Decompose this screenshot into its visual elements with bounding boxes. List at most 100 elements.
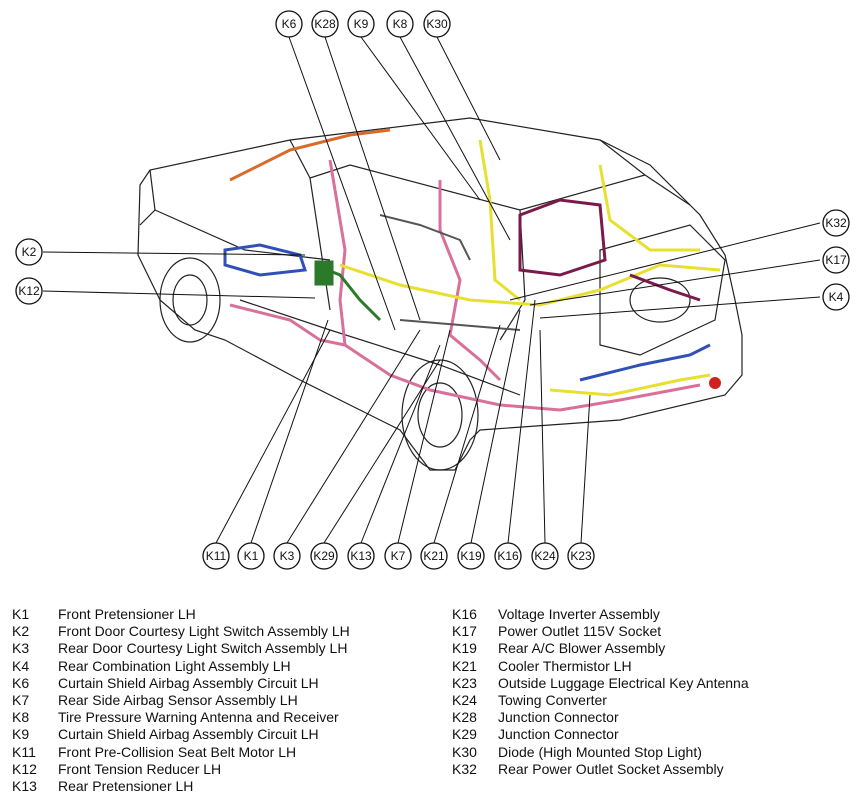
leader-lines xyxy=(42,36,821,544)
harness-pink xyxy=(229,159,701,412)
svg-text:K11: K11 xyxy=(206,549,227,563)
harness-purple xyxy=(518,198,701,302)
svg-text:K28: K28 xyxy=(314,17,336,31)
svg-text:K6: K6 xyxy=(282,17,297,31)
svg-text:K29: K29 xyxy=(313,549,335,563)
svg-text:K30: K30 xyxy=(426,17,448,31)
svg-text:K4: K4 xyxy=(829,290,844,304)
legend-code: K3 xyxy=(12,640,30,657)
harness-orange xyxy=(229,128,391,182)
legend-text: Towing Converter xyxy=(498,691,607,708)
legend-text: Tire Pressure Warning Antenna and Receiv… xyxy=(58,709,339,726)
callout-k1: K1 xyxy=(237,542,265,570)
callout-k32: K32 xyxy=(822,209,850,237)
legend-text: Diode (High Mounted Stop Light) xyxy=(498,743,702,760)
wiring-diagram: K6 K28 K9 K8 K30 K2 K12 K32 K17 K4 K11 K… xyxy=(15,10,850,570)
callout-k2: K2 xyxy=(15,238,43,266)
svg-text:K17: K17 xyxy=(825,253,847,267)
harness-yellow xyxy=(339,139,721,397)
callout-k3: K3 xyxy=(273,542,301,570)
legend-text: Rear Door Courtesy Light Switch Assembly… xyxy=(58,640,348,657)
legend-item: K7 Rear Side Airbag Sensor Assembly LH xyxy=(12,692,350,709)
legend-item: K6 Curtain Shield Airbag Assembly Circuit… xyxy=(12,675,350,692)
legend-item: K2 Front Door Courtesy Light Switch Assem… xyxy=(12,623,350,640)
legend-text: Outside Luggage Electrical Key Antenna xyxy=(498,674,749,691)
spare-tire xyxy=(629,277,691,323)
legend-code: K7 xyxy=(12,691,30,708)
legend-code: K6 xyxy=(12,674,30,691)
svg-text:K16: K16 xyxy=(497,549,519,563)
legend-code: K1 xyxy=(12,606,30,622)
legend-code: K23 xyxy=(452,674,477,691)
legend-text: Voltage Inverter Assembly xyxy=(498,606,660,622)
svg-text:K19: K19 xyxy=(460,549,482,563)
rear-wheel-rim xyxy=(417,382,463,448)
legend-item: K12 Front Tension Reducer LH xyxy=(12,761,350,778)
legend-code: K21 xyxy=(452,657,477,674)
callout-k24: K24 xyxy=(531,542,559,570)
legend-text: Junction Connector xyxy=(498,709,619,726)
legend-text: Rear Combination Light Assembly LH xyxy=(58,657,291,674)
legend-text: Cooler Thermistor LH xyxy=(498,657,632,674)
harness-blue xyxy=(223,243,711,382)
legend-code: K16 xyxy=(452,606,477,622)
rear-wheel xyxy=(401,359,479,471)
legend-item: K23 Outside Luggage Electrical Key Antenn… xyxy=(452,675,749,692)
legend-text: Rear Side Airbag Sensor Assembly LH xyxy=(58,691,298,708)
legend-text: Front Door Courtesy Light Switch Assembl… xyxy=(58,623,350,640)
legend-item: K16 Voltage Inverter Assembly xyxy=(452,606,749,623)
svg-text:K1: K1 xyxy=(244,549,259,563)
legend-code: K13 xyxy=(12,777,37,794)
legend-code: K11 xyxy=(12,743,36,760)
svg-text:K3: K3 xyxy=(280,549,295,563)
callout-k16: K16 xyxy=(494,542,522,570)
legend-text: Curtain Shield Airbag Assembly Circuit L… xyxy=(58,726,319,743)
svg-text:K13: K13 xyxy=(350,549,372,563)
callout-k17: K17 xyxy=(822,246,850,274)
legend-item: K30 Diode (High Mounted Stop Light) xyxy=(452,744,749,761)
callout-k12: K12 xyxy=(15,277,43,305)
harness-gray xyxy=(379,214,521,331)
svg-text:K12: K12 xyxy=(18,284,40,298)
svg-text:K8: K8 xyxy=(393,17,408,31)
svg-text:K23: K23 xyxy=(570,549,592,563)
legend-item: K21 Cooler Thermistor LH xyxy=(452,658,749,675)
svg-text:K24: K24 xyxy=(534,549,556,563)
legend-code: K28 xyxy=(452,709,477,726)
legend-code: K19 xyxy=(452,640,477,657)
legend-text: Curtain Shield Airbag Assembly Circuit L… xyxy=(58,674,319,691)
callout-k11: K11 xyxy=(202,542,230,570)
callout-k13: K13 xyxy=(347,542,375,570)
callout-k29: K29 xyxy=(310,542,338,570)
front-wheel-rim xyxy=(172,274,208,326)
callout-k28: K28 xyxy=(311,10,339,38)
harness-green xyxy=(314,260,382,322)
legend-item: K28 Junction Connector xyxy=(452,709,749,726)
callout-k9: K9 xyxy=(347,10,375,38)
legend-code: K24 xyxy=(452,691,477,708)
callout-k6: K6 xyxy=(275,10,303,38)
legend-code: K30 xyxy=(452,743,477,760)
tow-connector-red xyxy=(709,377,721,389)
callout-k7: K7 xyxy=(384,542,412,570)
legend-item: K24 Towing Converter xyxy=(452,692,749,709)
legend-code: K29 xyxy=(452,726,477,743)
legend-code: K2 xyxy=(12,623,30,640)
legend-text: Front Tension Reducer LH xyxy=(58,760,222,777)
svg-text:K32: K32 xyxy=(825,216,847,230)
callout-k8: K8 xyxy=(386,10,414,38)
legend-code: K12 xyxy=(12,760,37,777)
callout-k21: K21 xyxy=(420,542,448,570)
callout-k4: K4 xyxy=(822,283,850,311)
legend-item: K3 Rear Door Courtesy Light Switch Assemb… xyxy=(12,640,350,657)
legend-code: K4 xyxy=(12,657,30,674)
